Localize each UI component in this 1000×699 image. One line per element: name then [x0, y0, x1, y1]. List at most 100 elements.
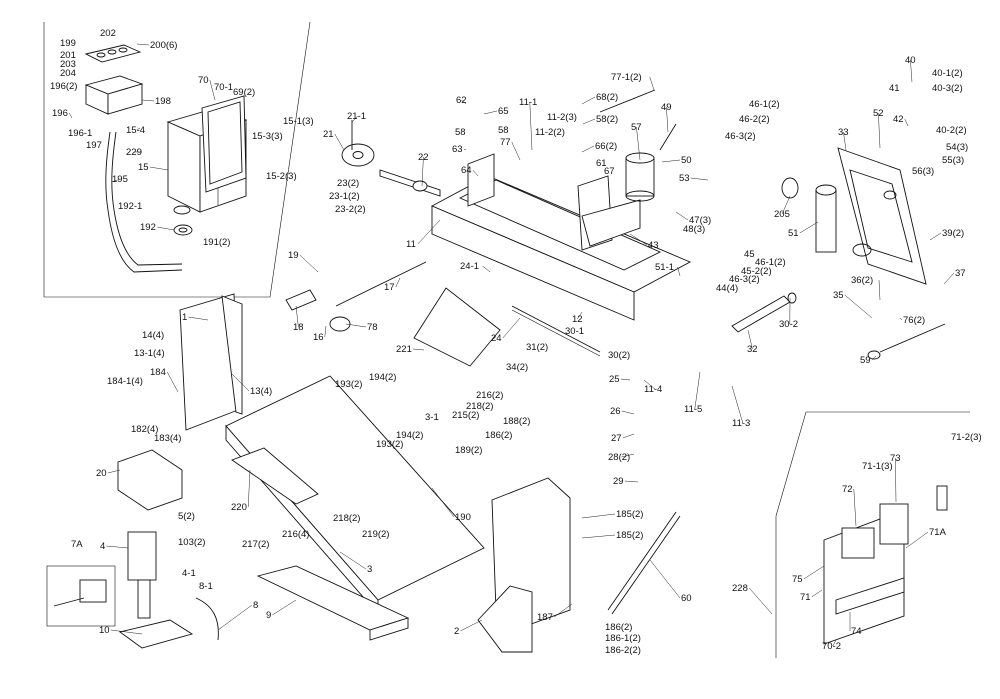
callout-46-1-2b: 46-1(2)	[755, 257, 786, 268]
callout-194-2a: 194(2)	[369, 372, 396, 383]
callout-78: 78	[367, 322, 378, 333]
callout-15-2-3: 15-2(3)	[266, 171, 297, 182]
callout-24-1: 24-1	[460, 261, 479, 272]
rod-77-1	[599, 89, 656, 113]
callout-57: 57	[631, 122, 642, 133]
eyebolt-59	[867, 323, 946, 360]
leader-8	[217, 604, 253, 631]
callout-53: 53	[679, 173, 690, 184]
callout-185-2b: 185(2)	[616, 530, 643, 541]
leg-panel-1	[179, 293, 243, 431]
inset-frame-electrical-box	[43, 21, 311, 298]
callout-188-2: 188(2)	[503, 416, 530, 427]
callout-221: 221	[396, 344, 412, 355]
leader-205	[781, 195, 791, 215]
callout-60: 60	[681, 593, 692, 604]
callout-196-1: 196-1	[68, 128, 92, 139]
callout-11: 11	[406, 239, 416, 250]
leader-73	[895, 457, 897, 503]
callout-199: 199	[60, 38, 76, 49]
leader-63	[463, 148, 467, 151]
callout-67: 67	[604, 166, 615, 177]
leader-66-2	[581, 145, 595, 153]
callout-labels: 199202200(6)201203204196(2)198196196-119…	[50, 28, 982, 656]
callout-11-2-3: 11-2(3)	[547, 112, 577, 123]
leader-70	[209, 79, 216, 101]
callout-74: 74	[851, 626, 862, 637]
callout-77: 77	[500, 137, 511, 148]
leader-21	[334, 133, 345, 151]
callout-45-2-2: 45-2(2)	[741, 266, 772, 277]
coolant-cylinder-57	[625, 152, 655, 202]
callout-63: 63	[452, 144, 463, 155]
leader-50	[661, 159, 681, 163]
callout-220: 220	[231, 502, 247, 513]
callout-34-2: 34(2)	[506, 362, 528, 373]
callout-15-1-3: 15-1(3)	[283, 116, 314, 127]
leader-21-1	[351, 115, 358, 123]
callout-27: 27	[611, 433, 622, 444]
leader-53	[690, 177, 709, 181]
leader-13-4	[231, 373, 250, 392]
relay-73	[879, 503, 909, 545]
callout-217-2: 217(2)	[242, 539, 269, 550]
chip-tray-221	[413, 287, 501, 367]
callout-29: 29	[613, 476, 624, 487]
callout-186-1-2: 186-1(2)	[605, 633, 641, 644]
callout-64: 64	[461, 165, 472, 176]
callout-76-2: 76(2)	[903, 315, 925, 326]
leader-62	[461, 99, 467, 105]
callout-200-6: 200(6)	[150, 40, 177, 51]
callout-25: 25	[609, 374, 620, 385]
leader-198	[141, 99, 155, 102]
callout-189-2: 189(2)	[455, 445, 482, 456]
callout-193-2b: 193(2)	[376, 439, 403, 450]
bracket-220	[231, 447, 319, 505]
callout-3-1: 3-1	[425, 412, 439, 423]
callout-32: 32	[747, 344, 758, 355]
callout-40-3-2: 40-3(2)	[932, 83, 963, 94]
callout-184-1-4: 184-1(4)	[107, 376, 143, 387]
leader-3	[339, 551, 367, 570]
callout-13-4: 13(4)	[250, 386, 272, 397]
leader-11	[417, 219, 441, 245]
callout-55-3: 55(3)	[942, 155, 964, 166]
lead-screw-24	[511, 305, 601, 357]
leader-15	[149, 166, 169, 171]
callout-216-2: 216(2)	[476, 390, 503, 401]
leader-4	[106, 545, 129, 549]
callout-42: 42	[893, 114, 904, 125]
callout-37: 37	[955, 268, 966, 279]
leader-28-2	[621, 453, 635, 458]
callout-192: 192	[140, 222, 156, 233]
leader-24	[502, 317, 521, 339]
callout-4: 4	[100, 541, 105, 552]
callout-201: 201	[60, 50, 76, 61]
callout-72: 72	[842, 484, 853, 495]
callout-46-1-2: 46-1(2)	[749, 99, 780, 110]
callout-40: 40	[905, 55, 916, 66]
leader-16	[324, 325, 327, 338]
leader-1	[188, 316, 209, 321]
callout-10: 10	[99, 625, 110, 636]
leader-71A	[905, 531, 929, 549]
callout-21: 21	[323, 129, 334, 140]
callout-30-2b: 30(2)	[608, 350, 630, 361]
callout-11-3: 11-3	[732, 418, 750, 429]
callout-4-1: 4-1	[182, 568, 196, 579]
switch-plate-199	[84, 44, 142, 63]
callout-23-1-2: 23-1(2)	[329, 191, 360, 202]
callout-66-2: 66(2)	[595, 141, 617, 152]
leader-51	[799, 221, 819, 234]
leader-49	[666, 106, 669, 133]
callout-215-2: 215(2)	[452, 410, 479, 421]
callout-187: 187	[537, 612, 553, 623]
callout-71-1-3: 71-1(3)	[862, 461, 893, 472]
leader-37	[943, 272, 955, 285]
leader-11-3	[731, 385, 744, 424]
leader-58-2	[582, 118, 596, 125]
leader-35	[844, 294, 873, 319]
callout-196: 196	[52, 108, 68, 119]
callout-44-4: 44(4)	[716, 283, 738, 294]
